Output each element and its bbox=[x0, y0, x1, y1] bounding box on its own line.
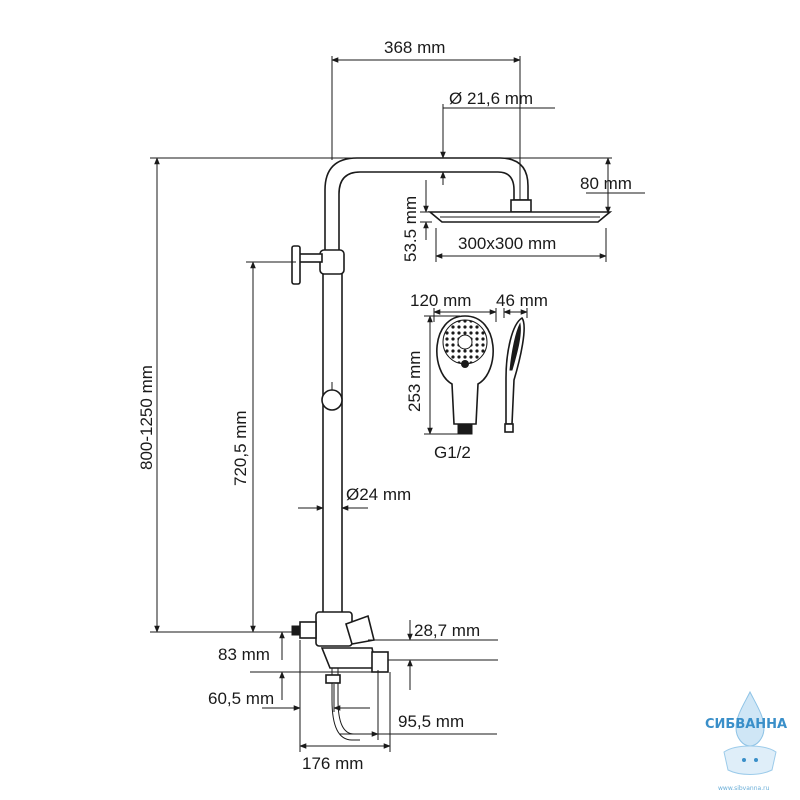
head-height-label: 80 mm bbox=[580, 174, 632, 193]
arm-length-label: 368 mm bbox=[384, 38, 445, 57]
watermark-logo: СИБВАННА www.sibvanna.ru bbox=[705, 690, 787, 792]
outlet-drop-label: 83 mm bbox=[218, 645, 270, 664]
head-size-label: 300x300 mm bbox=[458, 234, 556, 253]
hand-shower-width-label: 120 mm bbox=[410, 291, 471, 310]
mixer-body bbox=[315, 611, 353, 647]
bracket-height-label: 720,5 mm bbox=[231, 410, 250, 486]
spout-reach-label: 95,5 mm bbox=[398, 712, 464, 731]
head-thickness-label: 53.5 mm bbox=[401, 196, 420, 262]
wall-bracket-plate bbox=[291, 245, 301, 285]
riser-diameter-label: Ø24 mm bbox=[346, 485, 411, 504]
hose-fitting bbox=[325, 674, 341, 684]
watermark-url: www.sibvanna.ru bbox=[718, 785, 770, 792]
hand-shower-length-label: 253 mm bbox=[405, 351, 424, 412]
dimension-lines bbox=[150, 56, 645, 752]
bathtub-icon bbox=[723, 745, 777, 775]
mixer-inlet bbox=[299, 621, 317, 639]
wall-nut bbox=[291, 625, 301, 636]
dimension-labels: 368 mm Ø 21,6 mm 80 mm 53.5 mm 300x300 m… bbox=[137, 38, 632, 773]
thread-label: G1/2 bbox=[434, 443, 471, 462]
hand-shower-depth-label: 46 mm bbox=[496, 291, 548, 310]
hand-shower-front bbox=[436, 315, 494, 435]
riser-pipe bbox=[322, 269, 343, 616]
shower-column bbox=[291, 157, 613, 741]
mixer-offset-label: 28,7 mm bbox=[414, 621, 480, 640]
slider-clamp bbox=[319, 249, 345, 275]
watermark-brand: СИБВАННА bbox=[705, 717, 787, 732]
inlet-width-label: 60,5 mm bbox=[208, 689, 274, 708]
bath-spout bbox=[320, 647, 377, 669]
hand-shower-side bbox=[504, 316, 525, 433]
spout-outlet bbox=[371, 651, 389, 673]
arm-diameter-label: Ø 21,6 mm bbox=[449, 89, 533, 108]
height-knob bbox=[321, 389, 343, 411]
base-width-label: 176 mm bbox=[302, 754, 363, 773]
head-connector bbox=[510, 199, 532, 213]
total-height-label: 800-1250 mm bbox=[137, 365, 156, 470]
hose bbox=[331, 668, 360, 741]
